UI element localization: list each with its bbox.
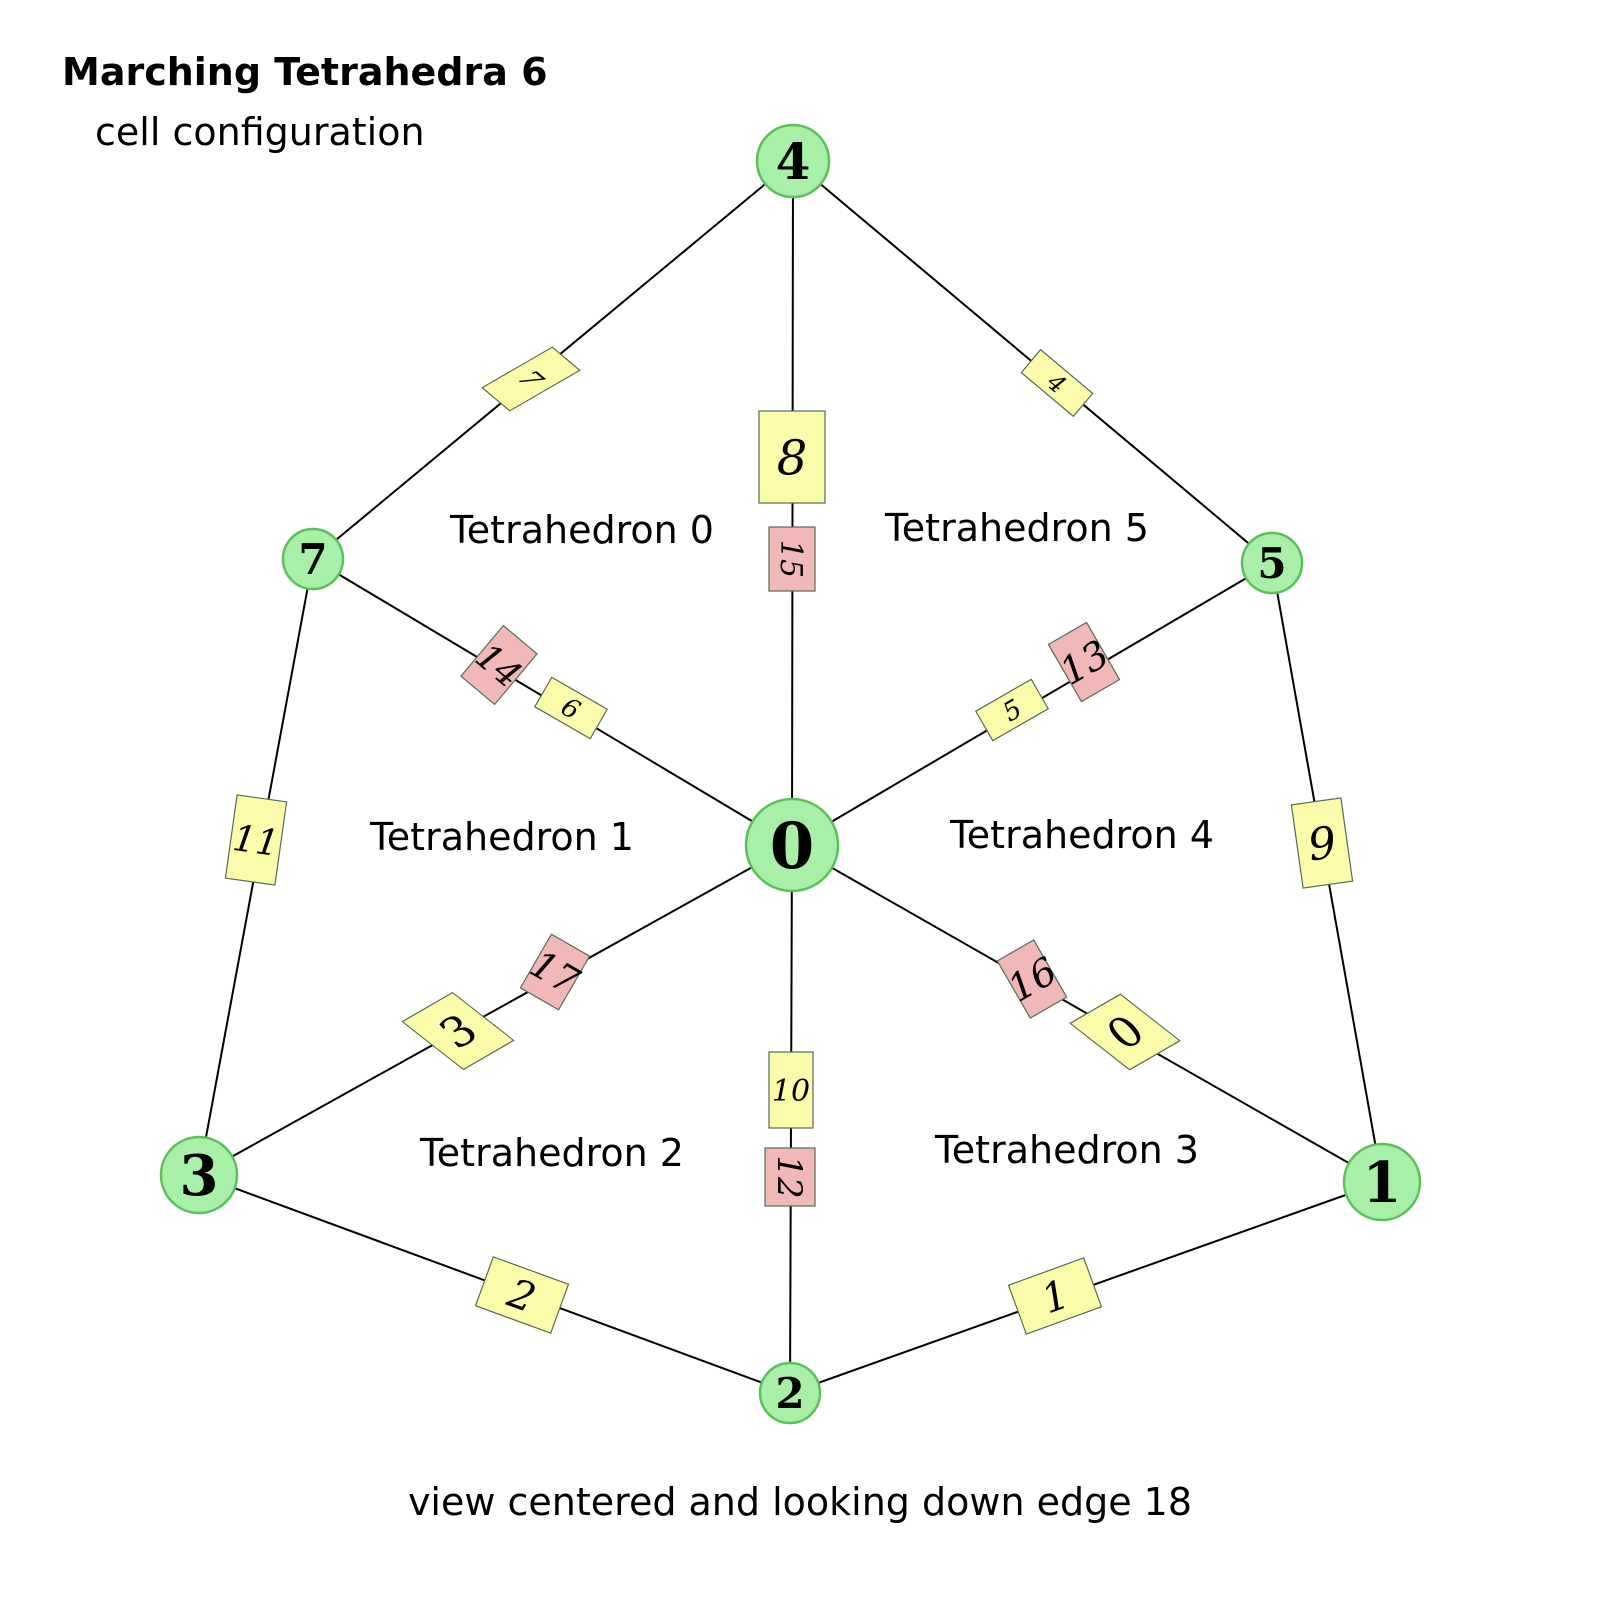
edge-label-4: 4 <box>1020 348 1094 418</box>
edge-label-box <box>460 624 538 706</box>
edge-label-8: 8 <box>758 410 826 504</box>
vertex-1-circle <box>1342 1142 1422 1222</box>
edge-label-5: 5 <box>974 678 1050 742</box>
edge-label-box <box>768 1051 814 1129</box>
edge-label-3: 3 <box>401 991 515 1071</box>
vertex-3-circle <box>159 1135 239 1215</box>
edge-line-v0-v3 <box>198 844 793 1176</box>
edge-label-1: 1 <box>1007 1257 1103 1335</box>
diagram-caption: view centered and looking down edge 18 <box>407 1480 1193 1524</box>
edge-label-box <box>1020 348 1094 418</box>
edge-label-0: 0 <box>1069 993 1181 1071</box>
edge-lines <box>198 160 1383 1394</box>
diagram-title: Marching Tetrahedra 6 <box>62 50 548 94</box>
edge-label-15: 15 <box>768 526 816 592</box>
vertex-2-label: 2 <box>775 1369 804 1418</box>
tetrahedron-4-label: Tetrahedron 4 <box>949 813 1214 857</box>
edge-label-13: 13 <box>1047 621 1121 703</box>
edge-label-box <box>1290 797 1354 889</box>
edge-label-box <box>996 939 1068 1019</box>
edge-label-box <box>974 678 1050 742</box>
edge-label-16: 16 <box>996 939 1068 1019</box>
edge-label-box <box>758 410 826 504</box>
vertex-1-label: 1 <box>1363 1150 1402 1216</box>
vertex-4-circle <box>755 123 831 199</box>
vertex-7-label: 7 <box>298 535 327 584</box>
edge-label-2: 2 <box>474 1256 570 1334</box>
edge-label-box <box>474 1256 570 1334</box>
tetrahedron-0-label: Tetrahedron 0 <box>449 508 714 552</box>
edge-label-7: 7 <box>481 346 581 412</box>
vertex-0-circle <box>744 797 840 893</box>
vertex-3-label: 3 <box>180 1143 219 1209</box>
edge-label-9: 9 <box>1290 797 1354 889</box>
edge-label-box <box>1069 993 1181 1071</box>
vertex-0-label: 0 <box>770 809 815 884</box>
vertex-4-label: 4 <box>776 132 811 191</box>
edge-label-14: 14 <box>460 624 538 706</box>
vertex-5-circle <box>1240 531 1304 595</box>
edge-label-text: 15 <box>773 540 808 578</box>
edge-label-text: 12 <box>769 1155 809 1198</box>
vertex-2-circle <box>758 1361 822 1425</box>
tetrahedron-5-label: Tetrahedron 5 <box>884 506 1149 550</box>
diagram-subtitle: cell configuration <box>95 110 425 154</box>
tetrahedron-2-label: Tetrahedron 2 <box>419 1131 684 1175</box>
tetrahedron-label-group: Tetrahedron 0 Tetrahedron 1 Tetrahedron 2 T… <box>369 506 1214 1175</box>
tetrahedron-3-label: Tetrahedron 3 <box>934 1128 1199 1172</box>
edge-label-12: 12 <box>764 1147 816 1207</box>
edge-label-box <box>768 526 816 592</box>
edge-label-box <box>224 794 288 886</box>
edge-label-box <box>764 1147 816 1207</box>
edge-label-box <box>1047 621 1121 703</box>
edge-label-box <box>519 933 591 1011</box>
edge-label-text: 11 <box>230 818 281 865</box>
edge-label-box <box>401 991 515 1071</box>
tetrahedron-1-label: Tetrahedron 1 <box>369 815 634 859</box>
edge-label-box <box>533 676 609 740</box>
vertex-7-circle <box>281 527 345 591</box>
edge-label-11: 11 <box>224 794 288 886</box>
edge-label-text: 10 <box>772 1074 810 1109</box>
edge-label-box <box>1007 1257 1103 1335</box>
edge-label-text: 8 <box>777 430 808 486</box>
vertex-5-label: 5 <box>1257 539 1286 588</box>
edge-label-box <box>481 346 581 412</box>
edge-label-6: 6 <box>533 676 609 740</box>
edge-label-17: 17 <box>519 933 591 1011</box>
edge-label-10: 10 <box>768 1051 814 1129</box>
